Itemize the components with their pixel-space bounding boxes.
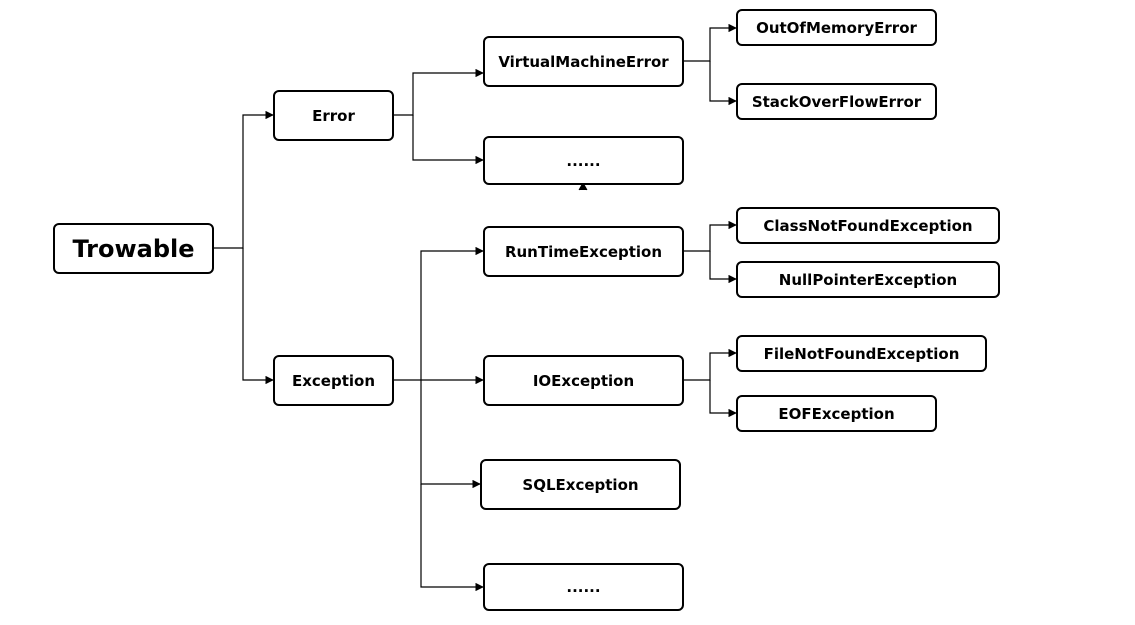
edge-vme-soe bbox=[709, 61, 737, 106]
edge-exception-more bbox=[420, 484, 484, 592]
node-exception-more: ...... bbox=[483, 563, 684, 611]
edge-io-eof bbox=[709, 380, 737, 418]
edge-error-more bbox=[412, 115, 484, 165]
node-out-of-memory-error: OutOfMemoryError bbox=[736, 9, 937, 46]
edge-exception-runtime bbox=[393, 246, 484, 381]
edge-error-vme bbox=[393, 68, 484, 116]
node-trowable: Trowable bbox=[53, 223, 214, 274]
edge-io-fnf bbox=[683, 348, 737, 381]
node-class-not-found-exception: ClassNotFoundException bbox=[736, 207, 1000, 244]
edge-vme-oom bbox=[683, 23, 737, 62]
edge-runtime-cnf bbox=[683, 220, 737, 252]
node-io-exception: IOException bbox=[483, 355, 684, 406]
node-file-not-found-exception: FileNotFoundException bbox=[736, 335, 987, 372]
node-error: Error bbox=[273, 90, 394, 141]
edge-trowable-error bbox=[213, 110, 274, 249]
node-null-pointer-exception: NullPointerException bbox=[736, 261, 1000, 298]
node-sql-exception: SQLException bbox=[480, 459, 681, 510]
edge-exception-sql bbox=[420, 380, 481, 489]
edge-runtime-npe bbox=[709, 251, 737, 284]
node-runtime-exception: RunTimeException bbox=[483, 226, 684, 277]
node-stack-overflow-error: StackOverFlowError bbox=[736, 83, 937, 120]
node-eof-exception: EOFException bbox=[736, 395, 937, 432]
node-exception: Exception bbox=[273, 355, 394, 406]
node-error-more: ...... bbox=[483, 136, 684, 185]
node-virtual-machine-error: VirtualMachineError bbox=[483, 36, 684, 87]
edge-trowable-exception bbox=[242, 248, 274, 385]
